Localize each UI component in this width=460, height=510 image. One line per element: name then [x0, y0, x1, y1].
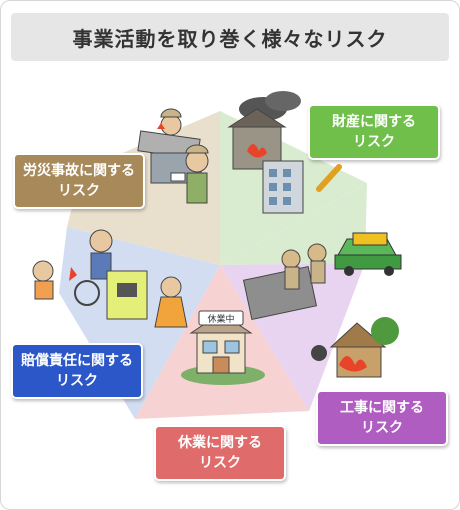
label-liability-risk: 賠償責任に関する リスク	[11, 343, 143, 399]
label-construction-line1: 工事に関する	[340, 400, 424, 416]
shop-sign-text: 休業中	[207, 313, 234, 325]
bicycle-accident-illustration	[32, 229, 188, 328]
closed-shop-illustration: 休業中	[181, 310, 265, 385]
label-property-line2: リスク	[353, 134, 395, 150]
label-business-interruption-risk: 休業に関する リスク	[154, 425, 286, 481]
label-liability-line2: リスク	[56, 373, 98, 389]
label-labor-accident-line2: リスク	[58, 183, 100, 199]
sector-property-2	[220, 183, 367, 265]
injured-worker-illustration	[137, 108, 209, 204]
label-construction-line2: リスク	[361, 420, 403, 436]
page-title: 事業活動を取り巻く様々なリスク	[72, 26, 388, 51]
label-business-interruption-line1: 休業に関する	[178, 435, 262, 451]
label-labor-accident-line1: 労災事故に関する	[23, 163, 135, 179]
construction-accident-illustration	[242, 232, 402, 378]
label-business-interruption-line2: リスク	[199, 455, 241, 471]
label-property-line1: 財産に関する	[332, 114, 416, 130]
burning-building-illustration	[227, 91, 342, 214]
label-property-risk: 財産に関する リスク	[308, 104, 440, 160]
label-construction-risk: 工事に関する リスク	[316, 390, 448, 446]
label-labor-accident-risk: 労災事故に関する リスク	[13, 153, 145, 209]
label-liability-line1: 賠償責任に関する	[21, 353, 133, 369]
title-bar: 事業活動を取り巻く様々なリスク	[11, 13, 449, 61]
